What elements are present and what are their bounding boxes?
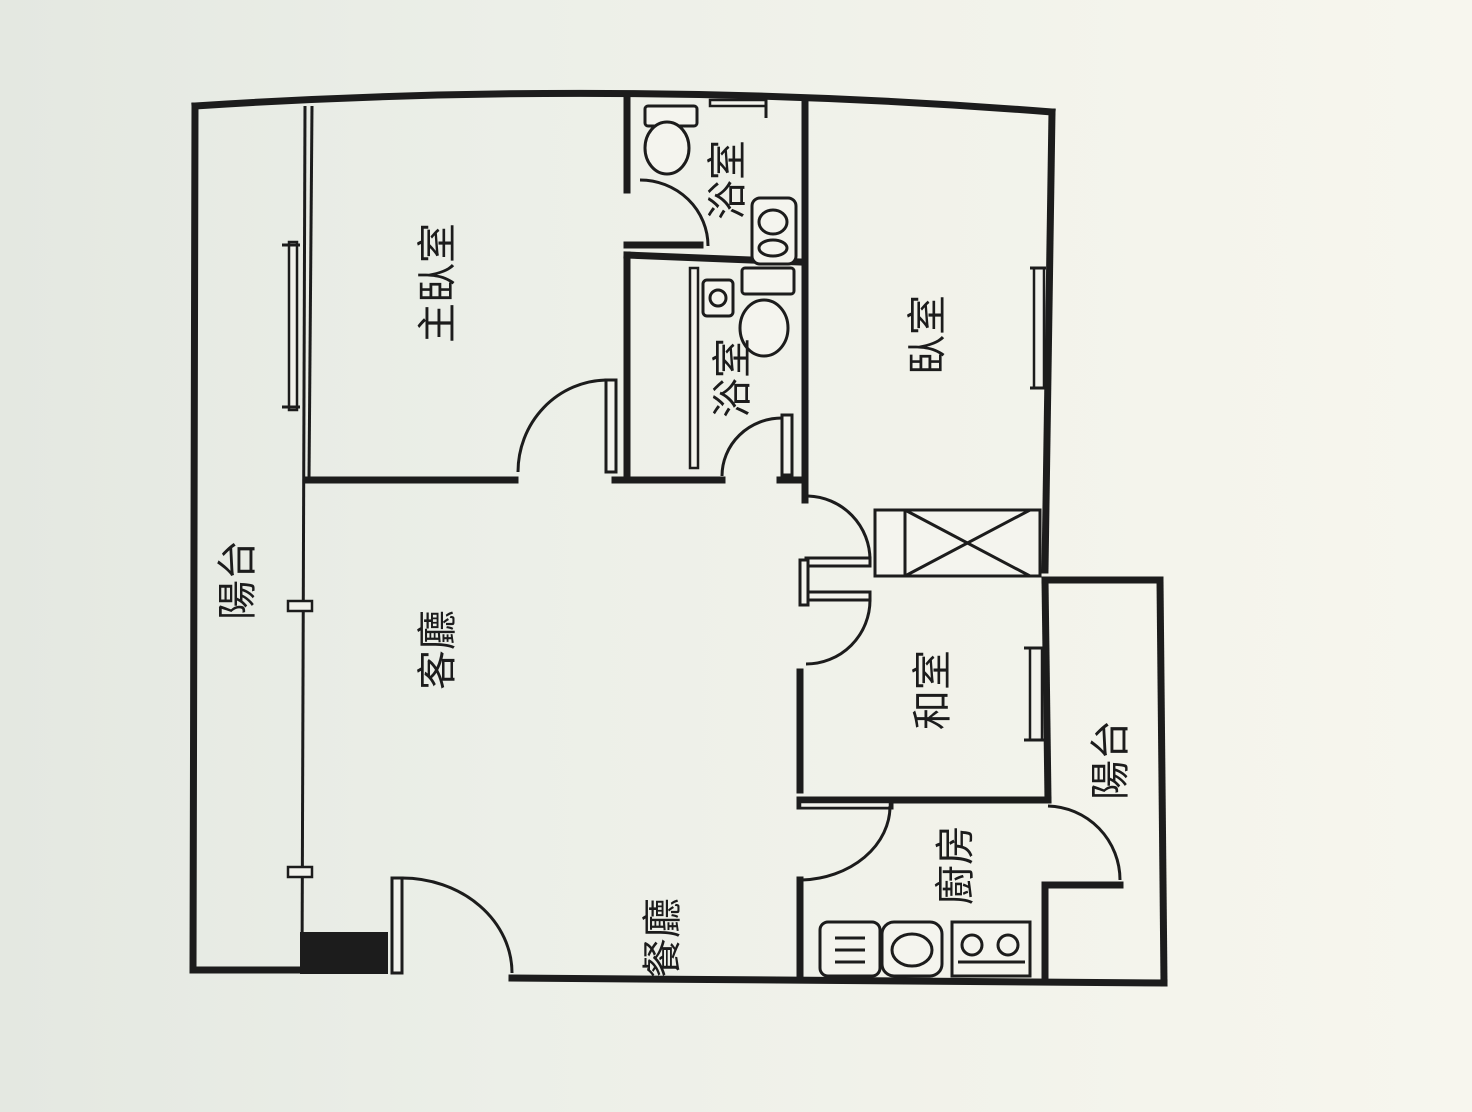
label-dining-room: 餐廳 <box>640 898 686 978</box>
master-bedroom-door[interactable] <box>516 378 618 474</box>
balcony-window-line <box>300 105 307 971</box>
entry-door[interactable] <box>390 876 514 975</box>
master-bedroom-window <box>287 240 299 412</box>
kitchen-balcony-door[interactable] <box>1047 804 1122 881</box>
label-balcony-left: 陽台 <box>215 540 261 620</box>
room-labels: 陽台 主臥室 浴室 浴室 臥室 客廳 和室 陽台 廚房 餐廳 <box>215 140 1134 978</box>
bedroom-window <box>1032 266 1046 390</box>
exterior-walls <box>189 89 1168 987</box>
shoe-cabinet <box>873 508 1042 578</box>
right-upper-wall <box>1041 108 1056 574</box>
entry-step <box>300 932 388 974</box>
top-bath-window <box>708 98 768 108</box>
kitchen-door[interactable] <box>801 805 892 882</box>
kitchen-counter <box>818 920 1032 978</box>
washitsu-right-wall <box>1041 576 1052 804</box>
balcony-window-line-2 <box>307 105 314 481</box>
washitsu-window <box>1028 646 1044 742</box>
top-curved-wall <box>191 89 1056 116</box>
bath-partition <box>688 266 700 470</box>
washitsu-door[interactable] <box>805 590 872 666</box>
door-jamb <box>798 558 810 607</box>
bedroom-door[interactable] <box>804 494 872 568</box>
fixtures <box>300 104 1042 978</box>
toilet-mid-icon <box>738 266 796 358</box>
living-window-marker-bottom <box>286 865 314 879</box>
label-washitsu: 和室 <box>910 650 956 730</box>
sink-mid-icon <box>701 278 735 318</box>
bottom-wall <box>508 974 1168 987</box>
windows <box>282 96 1046 879</box>
label-living-room: 客廳 <box>415 610 461 690</box>
label-bathroom-top: 浴室 <box>705 140 751 220</box>
sink-top-icon <box>750 196 798 266</box>
right-balcony-outer-wall <box>1156 576 1168 987</box>
doors <box>390 178 1122 975</box>
label-master-bedroom: 主臥室 <box>415 223 461 343</box>
kitchen-slide <box>798 800 892 810</box>
bath-door[interactable] <box>720 413 794 477</box>
left-outer-wall <box>189 102 199 974</box>
label-bedroom: 臥室 <box>905 295 951 375</box>
top-bath-door[interactable] <box>639 178 710 247</box>
label-kitchen: 廚房 <box>933 825 979 905</box>
label-balcony-right: 陽台 <box>1088 720 1134 800</box>
label-bathroom-mid: 浴室 <box>710 338 756 418</box>
living-window-marker-top <box>286 599 314 613</box>
toilet-top-icon <box>643 104 699 176</box>
